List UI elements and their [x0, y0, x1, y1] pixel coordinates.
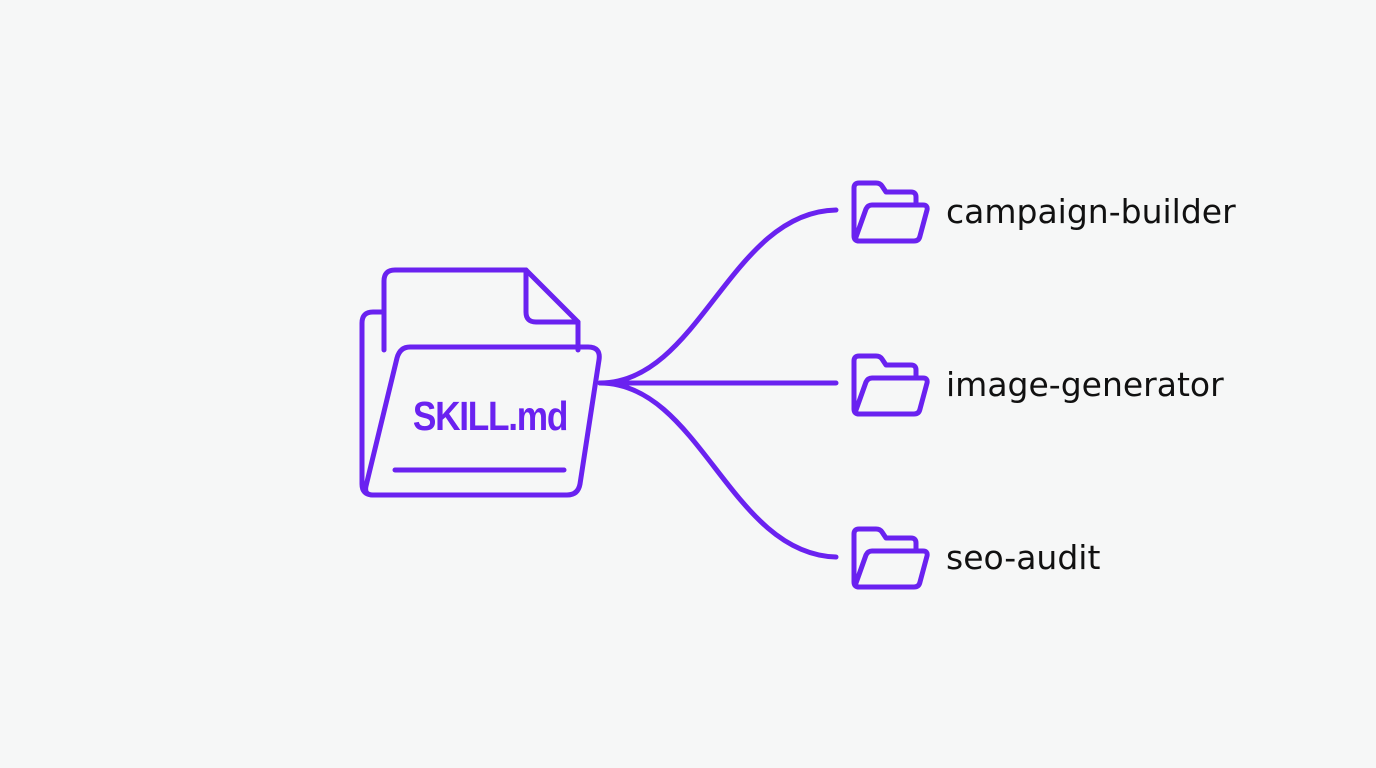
folder-label-image-generator: image-generator	[946, 365, 1224, 404]
folder-label-campaign-builder: campaign-builder	[946, 192, 1236, 231]
document-sheet	[381, 267, 581, 353]
connector-line-seo-audit	[597, 380, 839, 560]
folder-open-icon	[851, 526, 930, 590]
folder-front-panel	[363, 344, 602, 498]
connector-line-campaign-builder	[597, 207, 839, 386]
folder-open-icon	[851, 353, 930, 417]
folder-open-icon	[851, 180, 930, 244]
folder-label-seo-audit: seo-audit	[946, 538, 1101, 577]
document-folder-icon	[359, 267, 602, 498]
skill-file-label: SKILL.md	[412, 393, 569, 439]
document-dog-ear	[523, 267, 581, 325]
